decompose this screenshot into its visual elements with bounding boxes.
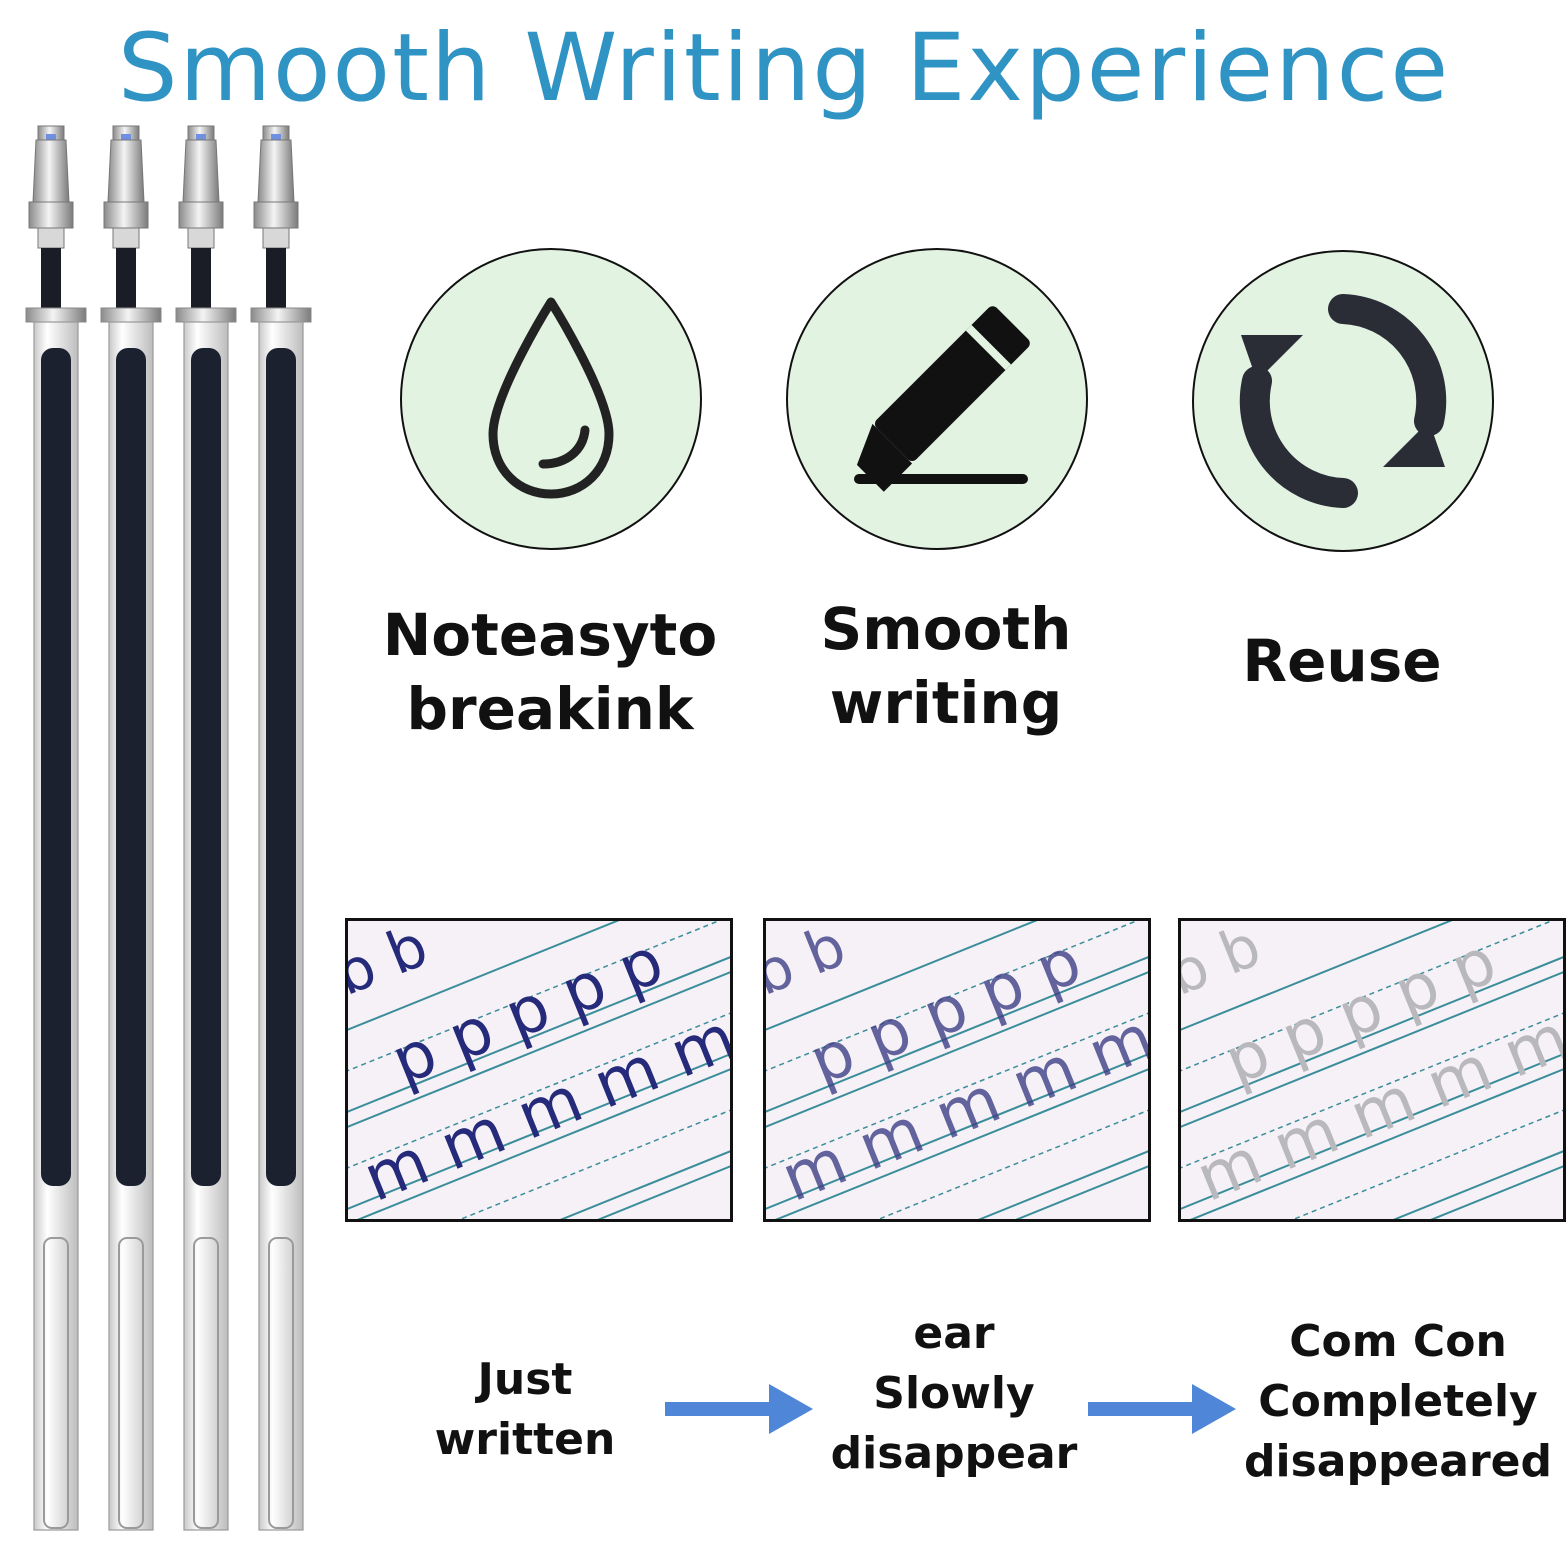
stage-label-slowly-disappear: ear Slowly disappear bbox=[820, 1304, 1088, 1484]
feature-ink-circle bbox=[400, 248, 702, 550]
sample-letters: b b bbox=[1181, 921, 1270, 1009]
sample-just-written: b b p p p p p m m m m m bbox=[345, 918, 733, 1222]
pencil-writing-icon bbox=[854, 306, 1030, 492]
arrow-right-icon bbox=[1088, 1384, 1236, 1434]
stage-label-completely-disappeared: Com Con Completely disappeared bbox=[1240, 1312, 1556, 1492]
feature-label-line: breakink bbox=[406, 675, 694, 743]
water-drop-icon bbox=[488, 297, 614, 499]
feature-label-line: Noteasyto bbox=[382, 601, 718, 669]
stage-label-line: disappeared bbox=[1243, 1436, 1553, 1487]
feature-reuse-circle bbox=[1192, 250, 1494, 552]
refresh-cycle-icon bbox=[1239, 294, 1447, 508]
sample-completely-disappeared: b b p p p p p m m m m m bbox=[1178, 918, 1566, 1222]
feature-label-ink: Noteasyto breakink bbox=[380, 598, 720, 746]
stage-label-line: Slowly bbox=[873, 1368, 1035, 1419]
feature-label-line: Reuse bbox=[1242, 627, 1442, 695]
pen-refill bbox=[25, 125, 87, 1531]
sample-letters: b b bbox=[348, 921, 437, 1009]
sample-letters: b b bbox=[766, 921, 855, 1009]
stage-label-line: Just bbox=[477, 1354, 573, 1405]
arrow-right-icon bbox=[665, 1384, 813, 1434]
stage-label-line: Completely bbox=[1258, 1376, 1538, 1427]
sample-slowly-disappear: b b p p p p p m m m m m bbox=[763, 918, 1151, 1222]
pen-refill bbox=[250, 125, 312, 1531]
feature-label-reuse: Reuse bbox=[1172, 624, 1512, 698]
feature-writing-circle bbox=[786, 248, 1088, 550]
feature-label-line: Smooth bbox=[820, 595, 1072, 663]
page-title: Smooth Writing Experience bbox=[117, 14, 1451, 123]
feature-label-writing: Smooth writing bbox=[776, 592, 1116, 740]
stage-label-line: disappear bbox=[830, 1428, 1078, 1479]
stage-label-line: Com Con bbox=[1289, 1316, 1507, 1367]
stage-label-just-written: Just written bbox=[400, 1350, 650, 1470]
pen-refill bbox=[100, 125, 162, 1531]
stage-label-line: ear bbox=[913, 1308, 995, 1359]
pen-refill bbox=[175, 125, 237, 1531]
stage-label-line: written bbox=[434, 1414, 616, 1465]
feature-label-line: writing bbox=[829, 669, 1063, 737]
